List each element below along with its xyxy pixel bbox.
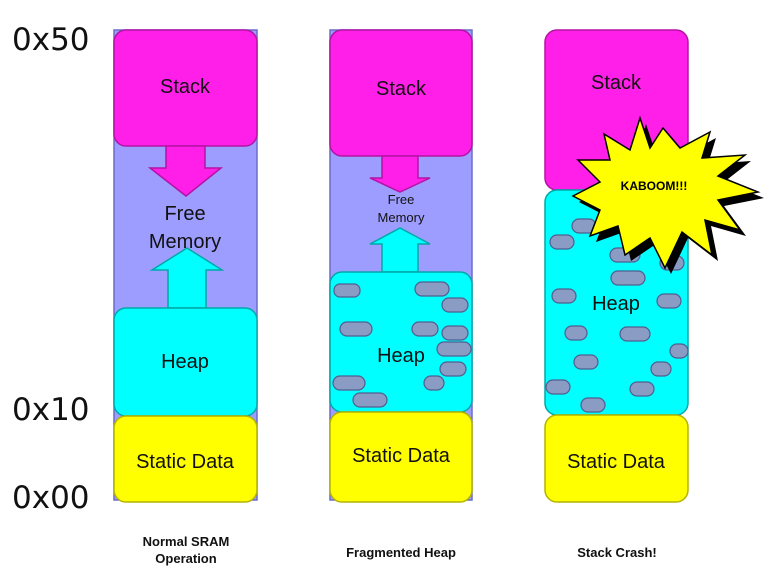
caption-stack-crash: Stack Crash! — [577, 545, 657, 560]
stack-label: Stack — [376, 78, 427, 100]
heap-fragment — [564, 325, 588, 341]
address-label-0x50: 0x50 — [12, 22, 90, 58]
stack-label: Stack — [160, 76, 211, 98]
static-data-block — [329, 411, 473, 503]
heap-fragment — [441, 325, 469, 341]
heap-fragment — [441, 297, 469, 313]
heap-fragment — [580, 397, 606, 413]
heap-fragment — [551, 288, 577, 304]
stack-label: Stack — [591, 72, 642, 94]
caption-normal-sram-line2: Operation — [155, 551, 217, 566]
free-memory-label-line1: Free — [388, 192, 415, 207]
heap-fragment — [629, 381, 655, 397]
static-data-block — [113, 415, 258, 503]
static-data-block — [544, 414, 689, 503]
column-fragmented: Stack Free Memory Heap Static Data — [329, 29, 473, 503]
heap-fragment — [436, 341, 472, 357]
heap-fragment — [610, 270, 646, 286]
static-data-label: Static Data — [567, 451, 666, 473]
heap-fragment — [411, 321, 439, 337]
static-data-label: Static Data — [136, 451, 235, 473]
heap-fragment — [619, 326, 651, 342]
stack-growth-arrow — [369, 155, 431, 193]
heap-fragment — [439, 361, 467, 377]
heap-fragment — [414, 281, 450, 297]
static-data-label: Static Data — [352, 445, 451, 467]
heap-fragment — [352, 392, 388, 408]
heap-fragment — [333, 283, 361, 298]
heap-label: Heap — [377, 345, 425, 367]
caption-normal-sram-line1: Normal SRAM — [142, 534, 230, 549]
heap-fragments — [332, 281, 472, 408]
heap-fragment — [423, 375, 445, 391]
heap-fragment — [339, 321, 373, 337]
address-label-0x10: 0x10 — [12, 392, 90, 428]
heap-growth-arrow — [369, 227, 431, 273]
heap-fragment — [650, 361, 672, 377]
heap-fragments — [545, 218, 689, 413]
kaboom-burst-shape — [571, 115, 761, 270]
heap-fragment — [545, 379, 571, 395]
heap-fragment — [549, 234, 575, 250]
heap-label: Heap — [161, 351, 209, 373]
address-label-0x00: 0x00 — [12, 480, 90, 516]
heap-growth-arrow — [149, 247, 225, 309]
heap-label: Heap — [592, 293, 640, 315]
column-stack-crash: Stack Heap Static Data KABOOM!!! — [544, 29, 764, 503]
caption-normal-sram: Normal SRAM Operation — [86, 533, 286, 567]
heap-fragment — [332, 375, 366, 391]
stack-growth-arrow — [147, 145, 224, 197]
kaboom-burst: KABOOM!!! — [571, 115, 764, 274]
heap-fragment — [656, 293, 682, 309]
kaboom-label: KABOOM!!! — [621, 179, 688, 193]
free-memory-label-line2: Memory — [378, 210, 425, 225]
heap-fragment — [669, 343, 689, 359]
free-memory-label-line1: Free — [164, 203, 205, 225]
column-normal: Stack Free Memory Heap Static Data — [113, 29, 258, 503]
caption-fragmented-heap: Fragmented Heap — [346, 545, 456, 560]
heap-fragment — [573, 354, 599, 370]
free-memory-label-line2: Memory — [149, 231, 221, 253]
